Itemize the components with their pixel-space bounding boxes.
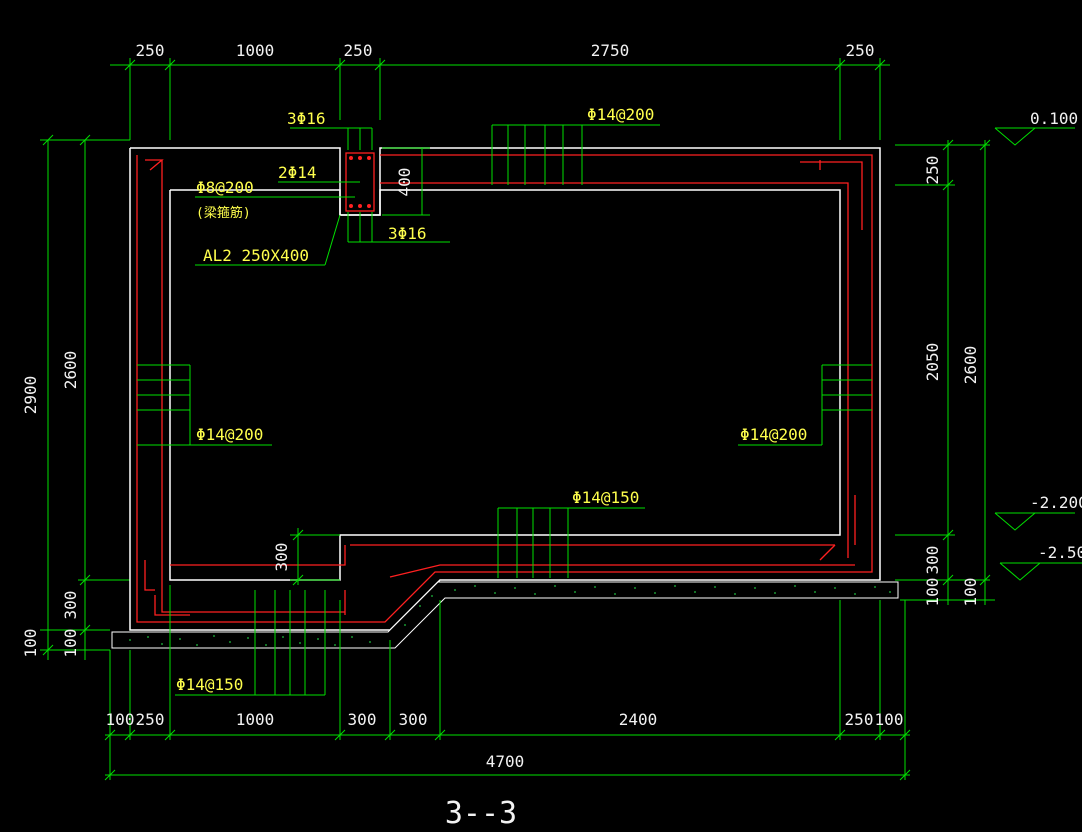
left-dim-100b: 100	[61, 629, 80, 658]
label-bottom-slab: Φ14@150	[572, 488, 639, 507]
label-beam-bottom: 3Φ16	[388, 224, 427, 243]
section-title: 3--3	[445, 796, 517, 831]
top-dim-2: 1000	[236, 41, 275, 60]
top-dim-5: 250	[846, 41, 875, 60]
bottom-dim-4: 300	[348, 710, 377, 729]
bottom-dimension-chain: 100 250 1000 300 300 2400 250 100 4700	[104, 585, 911, 781]
elevation-mid: -2.200	[1030, 493, 1082, 512]
right-dim-250: 250	[923, 156, 942, 185]
right-dim-2050: 2050	[923, 343, 942, 382]
label-beam-side: 2Φ14	[278, 163, 317, 182]
pit-dim: 300	[272, 543, 291, 572]
right-dimension-chain: 250 2050 2600 300 100 100	[895, 139, 995, 607]
bottom-dim-8: 100	[875, 710, 904, 729]
label-stirrup: Φ8@200	[196, 178, 254, 197]
bottom-dim-2: 250	[136, 710, 165, 729]
label-left-wall: Φ14@200	[196, 425, 263, 444]
top-dimension-chain: 250 1000 250 2750 250	[110, 41, 890, 140]
bottom-dim-1: 100	[106, 710, 135, 729]
callout-leaders	[137, 124, 872, 696]
blinding-layer	[111, 581, 899, 649]
beam-dim: 400	[395, 168, 414, 197]
elevation-markers: 0.100 -2.200 -2.500	[994, 109, 1082, 581]
concrete-outline	[129, 147, 881, 631]
bottom-dim-5: 300	[399, 710, 428, 729]
rebar-labels: Φ14@200 3Φ16 2Φ14 Φ8@200 (梁箍筋) 3Φ16 AL2 …	[176, 105, 807, 694]
left-dim-inner: 2600	[61, 351, 80, 390]
label-top-slab: Φ14@200	[587, 105, 654, 124]
right-dim-300: 300	[923, 546, 942, 575]
label-stirrup-note: (梁箍筋)	[196, 205, 251, 221]
bottom-dim-7: 250	[845, 710, 874, 729]
top-dim-1: 250	[136, 41, 165, 60]
bottom-dim-6: 2400	[619, 710, 658, 729]
top-dim-3: 250	[344, 41, 373, 60]
top-dim-4: 2750	[591, 41, 630, 60]
label-beam-top: 3Φ16	[287, 109, 326, 128]
left-dim-300: 300	[61, 591, 80, 620]
rebar-lines	[136, 152, 873, 623]
left-dim-overall: 2900	[21, 376, 40, 415]
elevation-bottom: -2.500	[1038, 543, 1082, 562]
left-dim-100a: 100	[21, 629, 40, 658]
left-dimension-chain: 2900 2600 300 100 100	[21, 134, 130, 660]
right-dim-100a: 100	[923, 578, 942, 607]
bottom-dim-3: 1000	[236, 710, 275, 729]
right-dim-2600: 2600	[961, 346, 980, 385]
elevation-top: 0.100	[1030, 109, 1078, 128]
label-right-wall: Φ14@200	[740, 425, 807, 444]
right-dim-100b: 100	[961, 578, 980, 607]
label-pit-slab: Φ14@150	[176, 675, 243, 694]
label-beam-name: AL2 250X400	[203, 246, 309, 265]
total-width-dim: 4700	[486, 752, 525, 771]
